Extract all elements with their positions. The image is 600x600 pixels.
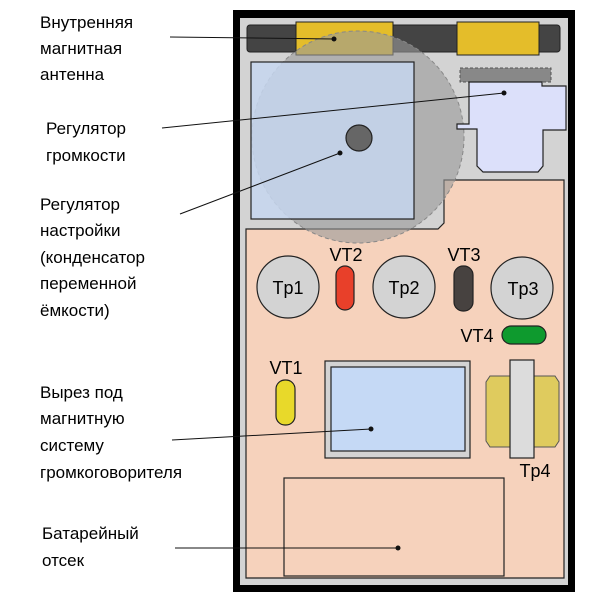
tp4-label: Tp4 (519, 461, 550, 481)
transistor-vt1 (275, 379, 296, 426)
speaker-cutout (330, 366, 466, 452)
svg-text:магнитную: магнитную (40, 409, 125, 428)
svg-text:Внутренняя: Внутренняя (40, 13, 133, 32)
svg-text:отсек: отсек (42, 551, 85, 570)
transistor-vt4 (501, 325, 547, 345)
tp2-label: Tp2 (388, 278, 419, 298)
vt4-label: VT4 (460, 326, 493, 346)
label-tuning: Регулятор настройки (конденсатор перемен… (40, 195, 145, 320)
transistor-vt2 (335, 265, 355, 311)
label-speaker-cutout: Вырез под магнитную систему громкоговори… (40, 383, 182, 482)
svg-text:антенна: антенна (40, 65, 105, 84)
battery-compartment (283, 477, 505, 577)
leader-lines (161, 36, 505, 549)
label-battery: Батарейный отсек (42, 524, 139, 570)
svg-text:громкоговорителя: громкоговорителя (40, 463, 182, 482)
svg-text:ёмкости): ёмкости) (40, 301, 110, 320)
tp3-label: Tp3 (507, 279, 538, 299)
tp1-label: Tp1 (272, 278, 303, 298)
leader-dots (331, 36, 507, 551)
svg-text:громкости: громкости (46, 146, 126, 165)
svg-text:Регулятор: Регулятор (40, 195, 120, 214)
svg-text:настройки: настройки (40, 221, 120, 240)
svg-text:магнитная: магнитная (40, 39, 122, 58)
transistor-vt3 (453, 265, 474, 312)
svg-text:переменной: переменной (40, 274, 136, 293)
svg-text:Батарейный: Батарейный (42, 524, 139, 543)
svg-text:Вырез под: Вырез под (40, 383, 123, 402)
antenna-coil-2 (456, 21, 540, 56)
label-volume: Регулятор громкости (46, 119, 126, 165)
svg-text:систему: систему (40, 436, 104, 455)
vt2-label: VT2 (329, 245, 362, 265)
connector-dashed (459, 67, 552, 83)
transformer-tp3: Tp3 (490, 256, 554, 320)
switch-block (456, 81, 567, 173)
transformer-tp4-core (509, 359, 535, 459)
vt1-label: VT1 (269, 358, 302, 378)
transformer-tp1: Tp1 (256, 255, 320, 319)
svg-text:Регулятор: Регулятор (46, 119, 126, 138)
vt3-label: VT3 (447, 245, 480, 265)
transformer-tp2: Tp2 (372, 255, 436, 319)
svg-text:(конденсатор: (конденсатор (40, 248, 145, 267)
volume-knob (345, 124, 373, 152)
volume-control (250, 61, 415, 220)
label-antenna: Внутренняя магнитная антенна (40, 13, 133, 84)
